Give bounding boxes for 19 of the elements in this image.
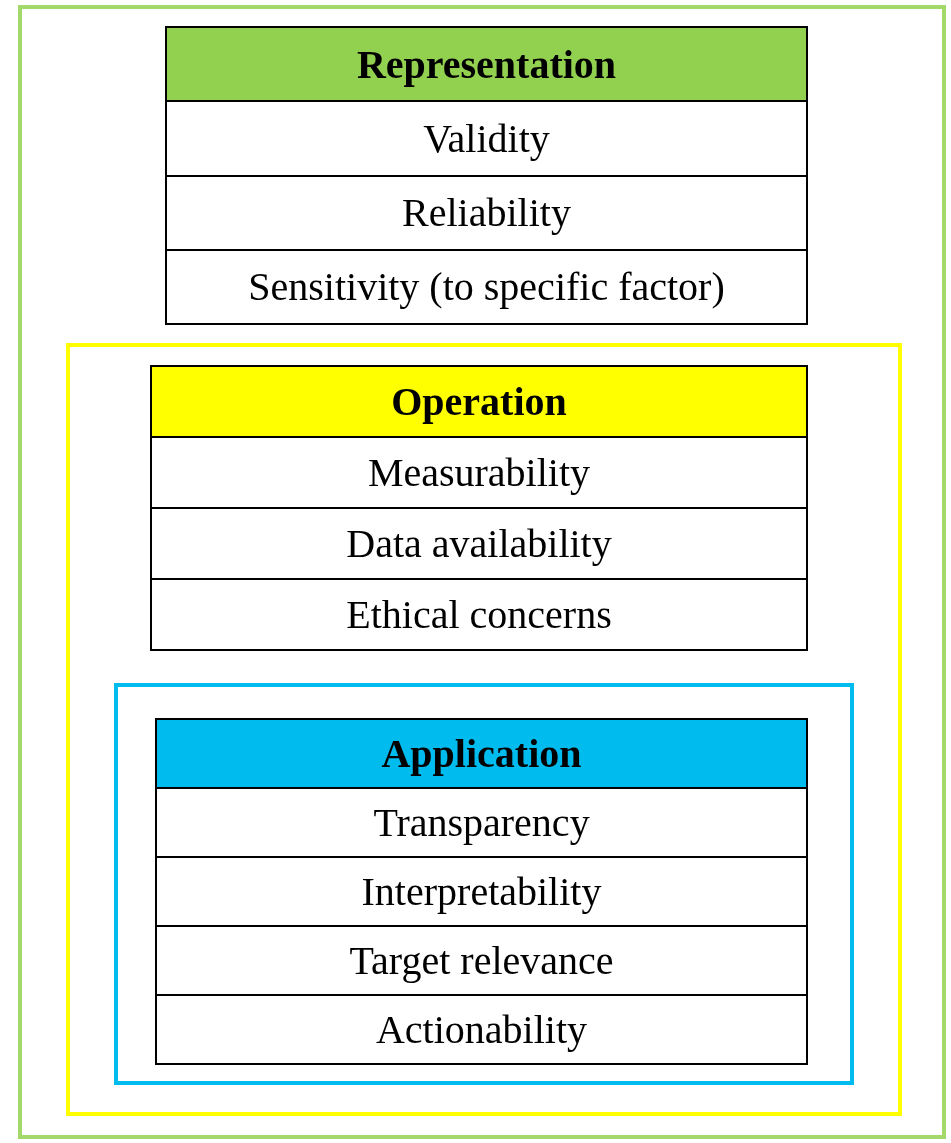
criteria-table xyxy=(165,26,808,325)
table-header: Operation xyxy=(152,367,806,436)
table-cell: Actionability xyxy=(157,994,806,1063)
table-cell: Data availability xyxy=(152,507,806,578)
table-cell: Measurability xyxy=(152,436,806,507)
table-cell: Interpretability xyxy=(157,856,806,925)
frame xyxy=(66,343,902,1116)
criteria-table xyxy=(150,365,808,651)
criteria-table xyxy=(155,718,808,1065)
table-cell: Ethical concerns xyxy=(152,578,806,649)
table-header: Representation xyxy=(167,28,806,101)
table-cell: Reliability xyxy=(167,174,806,249)
table-cell: Target relevance xyxy=(157,925,806,994)
frame xyxy=(18,5,946,1139)
table-header: Application xyxy=(157,720,806,787)
table-cell: Transparency xyxy=(157,787,806,856)
table-cell: Sensitivity (to specific factor) xyxy=(167,248,806,323)
frame xyxy=(114,683,854,1085)
table-cell: Validity xyxy=(167,100,806,175)
